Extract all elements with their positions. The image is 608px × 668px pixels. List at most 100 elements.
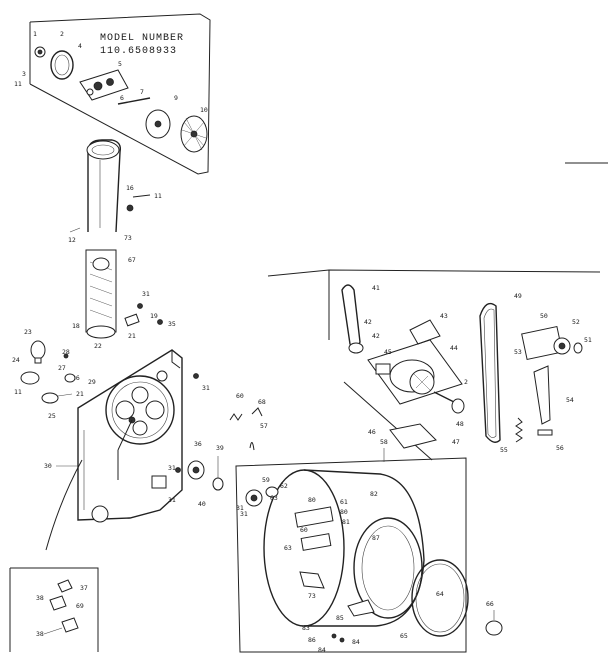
callout-27: 27	[58, 364, 66, 372]
callout-2: 2	[60, 30, 64, 38]
drum-baffle	[294, 506, 334, 528]
callout-50: 50	[540, 312, 548, 320]
callout-2-motor: 2	[464, 378, 468, 386]
callout-35: 35	[168, 320, 176, 328]
callout-73: 73	[124, 234, 132, 242]
callout-46: 46	[368, 428, 376, 436]
callout-59: 59	[262, 476, 270, 484]
motor-mount-bracket	[389, 423, 437, 449]
model-number: 110.6508933	[100, 46, 177, 57]
callout-5: 5	[118, 60, 122, 68]
lamp-parts: 23 28 24 27 26 29 11 21 25	[12, 328, 96, 420]
callout-55: 55	[500, 446, 508, 454]
callout-53: 53	[514, 348, 522, 356]
callout-80b: 80	[340, 508, 348, 516]
callout-51: 51	[584, 336, 592, 344]
callout-57: 57	[260, 422, 268, 430]
bearing-assembly	[79, 69, 129, 101]
callout-11-lamp: 11	[14, 388, 22, 396]
callout-28: 28	[62, 348, 70, 356]
callout-80: 80	[308, 496, 316, 504]
callout-11-top: 11	[14, 80, 22, 88]
model-label: MODEL NUMBER	[100, 33, 184, 44]
bulkhead-opening	[105, 375, 175, 445]
drum-belt	[479, 302, 501, 443]
lint-filter: 67 18 22	[72, 249, 136, 350]
callout-31: 31	[142, 290, 150, 298]
callout-9: 9	[174, 94, 178, 102]
callout-40: 40	[198, 500, 206, 508]
callout-31-roller: 31	[236, 504, 244, 512]
callout-31-bulkhead: 31	[202, 384, 210, 392]
callout-23: 23	[24, 328, 32, 336]
drum-panel: 58 31 59 62 63 80 61 80 81 82 60 63 87 7…	[235, 438, 469, 654]
callout-62: 62	[280, 482, 288, 490]
lamp-bulb	[30, 340, 46, 360]
callout-4: 4	[78, 42, 82, 50]
callout-31-drum: 31	[240, 510, 248, 518]
callout-60: 60	[236, 392, 244, 400]
callout-45: 45	[384, 348, 392, 356]
motor	[367, 339, 463, 405]
callout-58: 58	[380, 438, 388, 446]
drum-glide: 66	[485, 600, 503, 636]
roller-parts: 36 39 40 60 68 57 31	[187, 392, 268, 512]
callout-3: 3	[22, 70, 26, 78]
callout-42b: 42	[372, 332, 380, 340]
callout-29: 29	[88, 378, 96, 386]
callout-19: 19	[150, 312, 158, 320]
drum	[263, 469, 425, 627]
lamp-lens	[41, 392, 59, 404]
motor-panel: 41 42 42 43 44 45 2 48 46 47 49	[267, 269, 601, 461]
callout-61: 61	[340, 498, 348, 506]
callout-38b: 38	[36, 630, 44, 638]
drive-belt-small	[341, 284, 361, 349]
power-cord	[45, 459, 83, 551]
blower-wheel	[180, 115, 208, 153]
callout-63: 63	[270, 494, 278, 502]
thermostat-group: 31 19 35 21	[124, 290, 176, 340]
callout-69: 69	[76, 602, 84, 610]
callout-37: 37	[80, 584, 88, 592]
callout-36: 36	[194, 440, 202, 448]
screw-part-2	[34, 46, 46, 58]
callout-24: 24	[12, 356, 20, 364]
callout-16: 16	[126, 184, 134, 192]
callout-31-mid: 31	[168, 464, 176, 472]
callout-39: 39	[216, 444, 224, 452]
idler-spring	[515, 417, 523, 443]
callout-64: 64	[436, 590, 444, 598]
callout-87: 87	[372, 534, 380, 542]
idler-pulley-assembly	[521, 325, 583, 361]
callout-66: 66	[486, 600, 494, 608]
callout-18: 18	[72, 322, 80, 330]
callout-85: 85	[336, 614, 344, 622]
callout-48: 48	[456, 420, 464, 428]
callout-82: 82	[370, 490, 378, 498]
exhaust-duct: 16 11 12 73	[68, 139, 162, 244]
callout-68: 68	[258, 398, 266, 406]
callout-84b: 84	[352, 638, 360, 646]
callout-73-drum: 73	[308, 592, 316, 600]
drum-seal-ring	[411, 559, 469, 637]
callout-30: 30	[44, 462, 52, 470]
callout-12: 12	[68, 236, 76, 244]
callout-38: 38	[36, 594, 44, 602]
callout-81: 81	[342, 518, 350, 526]
callout-22: 22	[94, 342, 102, 350]
callout-67: 67	[128, 256, 136, 264]
callout-56: 56	[556, 444, 564, 452]
callout-7: 7	[140, 88, 144, 96]
callout-42: 42	[364, 318, 372, 326]
callout-21: 21	[128, 332, 136, 340]
callout-84: 84	[318, 646, 326, 654]
callout-26: 26	[72, 374, 80, 382]
callout-47: 47	[452, 438, 460, 446]
callout-60-drum: 60	[300, 526, 308, 534]
callout-25: 25	[48, 412, 56, 420]
callout-6: 6	[120, 94, 124, 102]
lamp-socket	[20, 371, 40, 385]
duct-screw	[126, 204, 134, 212]
callout-86: 86	[308, 636, 316, 644]
